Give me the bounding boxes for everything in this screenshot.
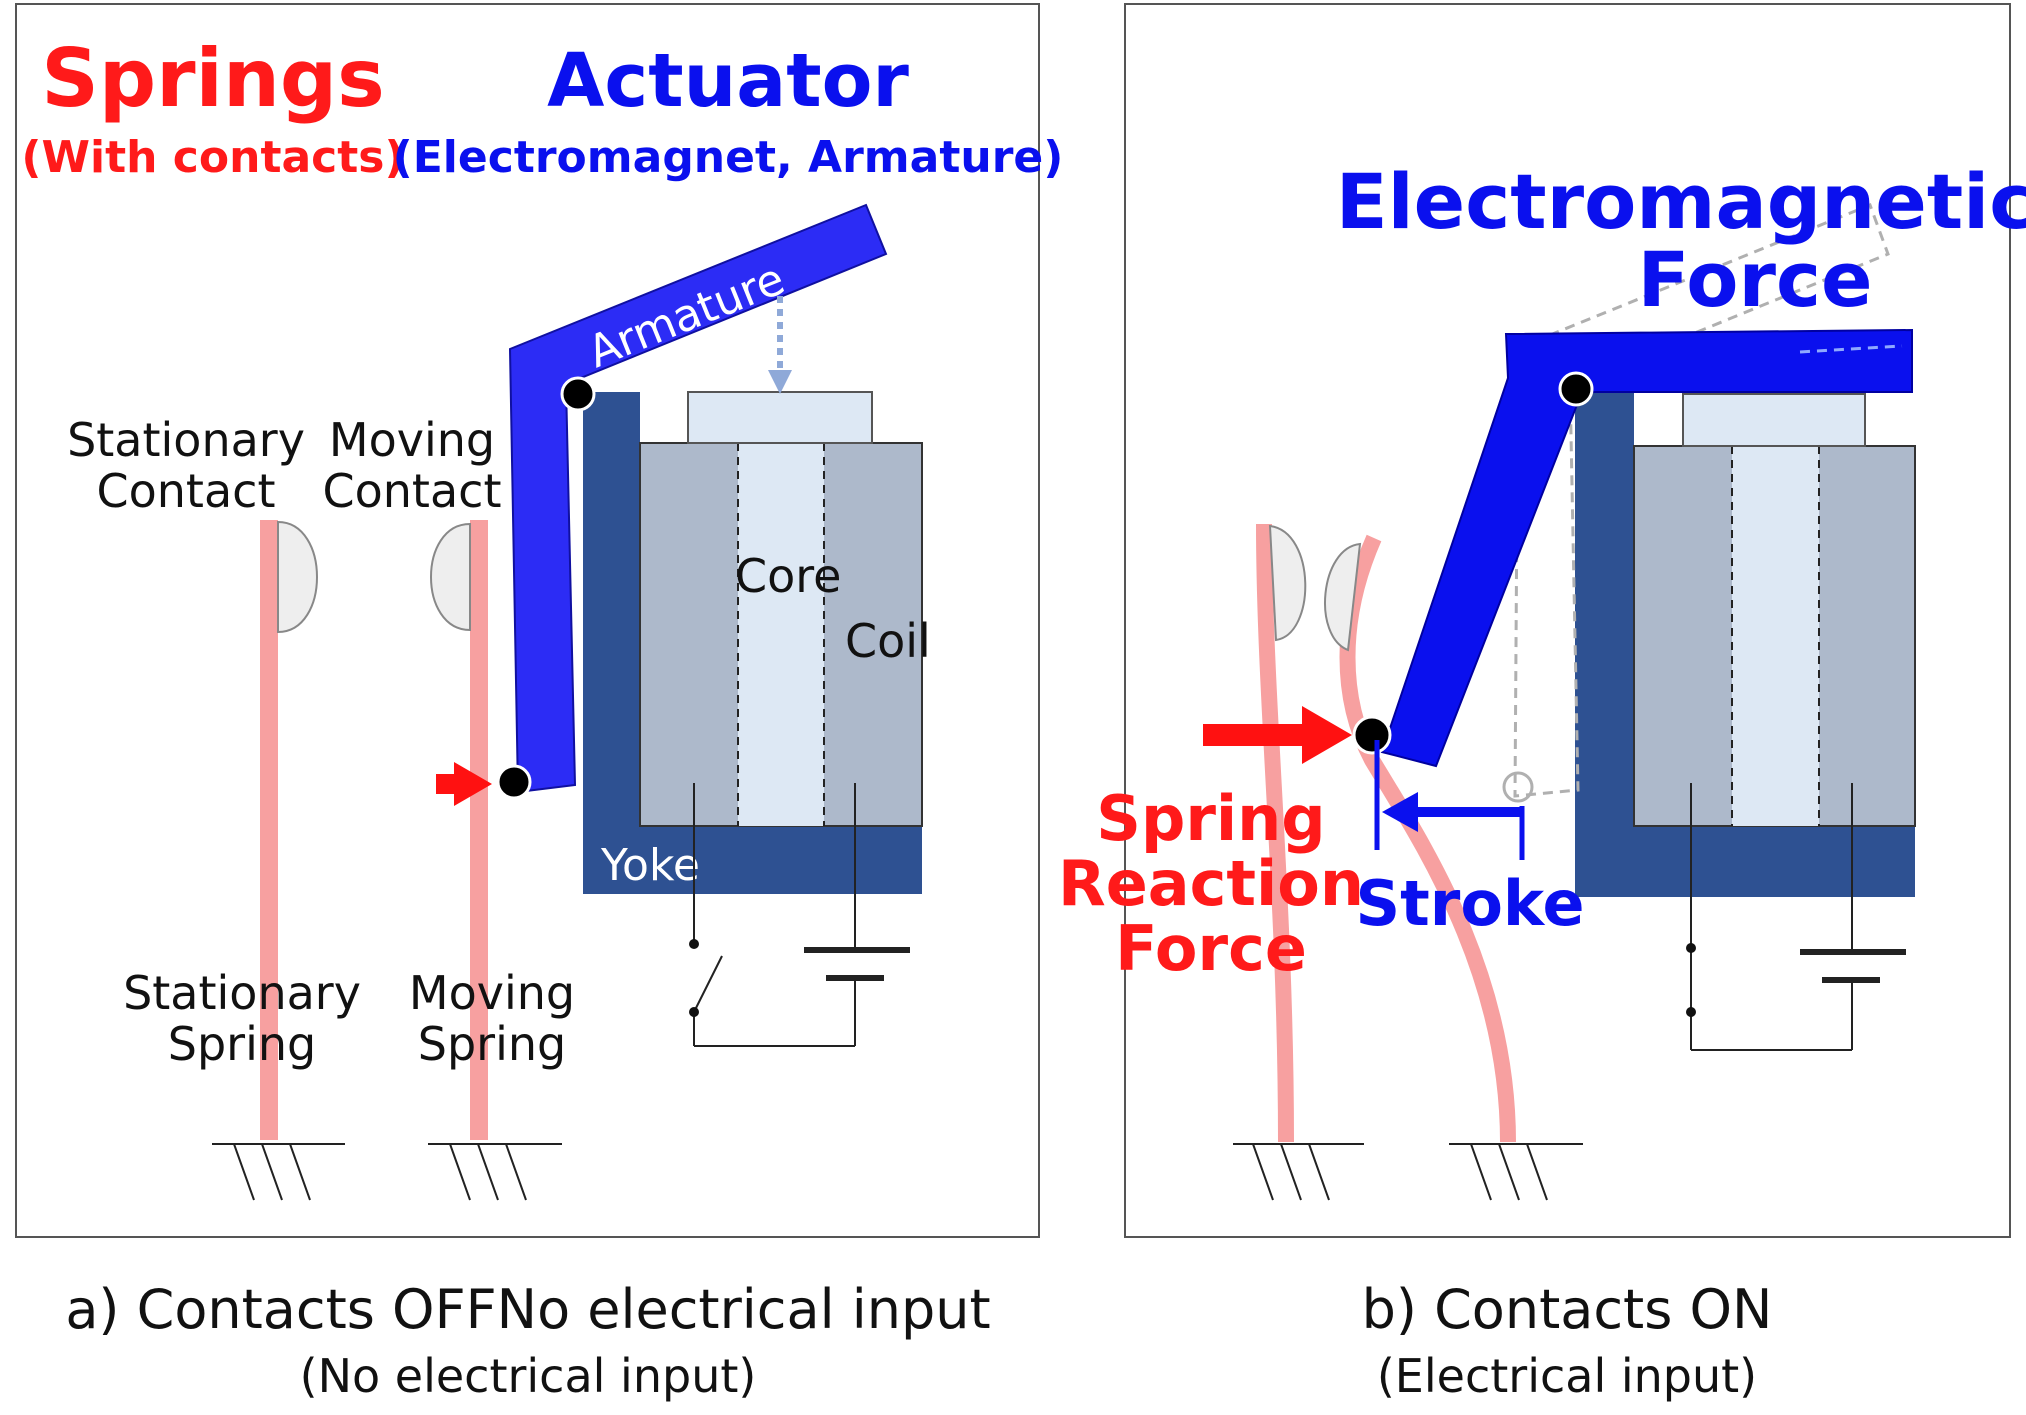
stationary-spring-label: Stationary bbox=[123, 966, 361, 1020]
stationary-spring bbox=[260, 520, 278, 1140]
actuator-subtitle: (Electromagnet, Armature) bbox=[393, 132, 1064, 183]
switch-terminal-top bbox=[689, 939, 699, 949]
circuit-b bbox=[1690, 783, 1906, 1051]
moving-spring-b-ground bbox=[1449, 1143, 1583, 1201]
moving-contact-label: Moving bbox=[329, 413, 495, 467]
spring-reaction-force-label-3: Force bbox=[1115, 912, 1307, 985]
yoke-b bbox=[1575, 392, 1915, 897]
subcaption-a: (No electrical input) bbox=[300, 1349, 757, 1403]
stationary-contact-b bbox=[1268, 524, 1307, 642]
switch-b-terminal-bottom bbox=[1686, 1007, 1696, 1017]
subcaption-b: (Electrical input) bbox=[1377, 1349, 1757, 1403]
moving-spring-label-2: Spring bbox=[418, 1017, 566, 1071]
circuit-a bbox=[693, 783, 910, 1047]
core-b bbox=[1732, 446, 1819, 826]
spring-reaction-force-label: Spring bbox=[1096, 782, 1325, 855]
switch-b-terminal-top bbox=[1686, 943, 1696, 953]
stationary-spring-b-ground bbox=[1233, 1143, 1364, 1201]
moving-contact-label-2: Contact bbox=[323, 464, 502, 518]
switch-terminal-bottom bbox=[689, 1007, 699, 1017]
stroke-indicator bbox=[1374, 740, 1525, 860]
spring-contact-point bbox=[1352, 715, 1392, 755]
armature-ghost-tip bbox=[1502, 771, 1534, 803]
armature-pivot-b bbox=[1558, 371, 1594, 407]
stationary-spring-b bbox=[1256, 523, 1294, 1143]
stationary-contact-label-2: Contact bbox=[97, 464, 276, 518]
springs-title: Springs bbox=[41, 32, 385, 125]
coil-label: Coil bbox=[845, 614, 931, 668]
stationary-contact-label: Stationary bbox=[67, 413, 305, 467]
stationary-contact bbox=[277, 520, 318, 634]
armature-inner-line bbox=[1799, 344, 1903, 354]
armature-tip bbox=[496, 764, 532, 800]
panel-b: Electromagnetic Force Spring Reaction Fo… bbox=[1058, 3, 2026, 1238]
electromagnetic-force-label-2: Force bbox=[1637, 235, 1872, 324]
moving-contact bbox=[430, 522, 471, 632]
armature-ghost bbox=[1513, 203, 1890, 798]
moving-contact-b bbox=[1324, 542, 1362, 652]
armature-closed bbox=[1380, 328, 1913, 768]
pole-piece-b bbox=[1682, 393, 1866, 447]
stationary-spring-ground bbox=[212, 1143, 345, 1201]
core bbox=[738, 443, 824, 826]
caption-b: b) Contacts ON bbox=[1362, 1278, 1773, 1341]
yoke bbox=[583, 392, 922, 894]
panel-a: Springs (With contacts) Actuator (Electr… bbox=[15, 3, 1064, 1238]
actuator-title: Actuator bbox=[547, 38, 909, 124]
core-label: Core bbox=[735, 549, 841, 603]
push-arrow bbox=[436, 762, 492, 806]
moving-spring bbox=[470, 520, 488, 1140]
spring-reaction-force-label-2: Reaction bbox=[1058, 847, 1364, 920]
electromagnetic-force-label: Electromagnetic bbox=[1336, 157, 2026, 246]
moving-spring-ground bbox=[428, 1143, 562, 1201]
moving-spring-label: Moving bbox=[409, 966, 575, 1020]
stroke-label: Stroke bbox=[1355, 867, 1584, 940]
yoke-label: Yoke bbox=[600, 840, 700, 891]
armature-pivot bbox=[560, 376, 596, 412]
pole-piece bbox=[687, 391, 873, 444]
springs-subtitle: (With contacts) bbox=[21, 132, 404, 183]
caption-a: a) Contacts OFFNo electrical input bbox=[65, 1278, 990, 1341]
spring-reaction-arrow bbox=[1203, 706, 1352, 764]
stationary-spring-label-2: Spring bbox=[168, 1017, 316, 1071]
